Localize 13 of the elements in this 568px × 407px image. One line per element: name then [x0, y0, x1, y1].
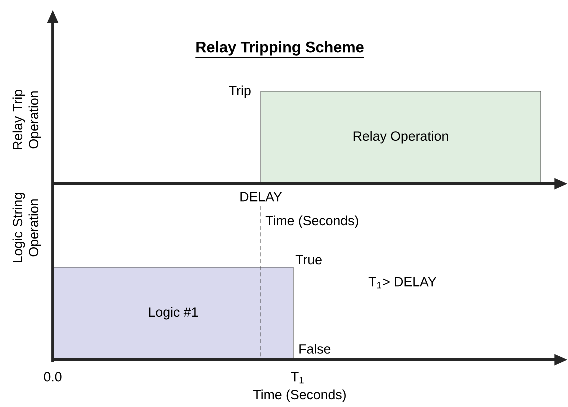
- axis-label: Time (Seconds): [266, 216, 358, 228]
- axis-label: Time (Seconds): [254, 390, 346, 402]
- tick-label: 0.0: [44, 372, 62, 382]
- tick-label: T$_{1}$: [291, 372, 304, 384]
- operation-box: Relay Operation: [260, 91, 542, 184]
- note-text: T$_{1}$> DELAY: [368, 277, 437, 289]
- axis-label: Relay Trip Operation: [12, 90, 42, 150]
- level-label: Trip: [229, 86, 251, 98]
- axis-label: Logic String Operation: [12, 193, 42, 262]
- tick-label: DELAY: [240, 192, 282, 202]
- operation-box: Logic #1: [53, 267, 294, 360]
- level-label: True: [296, 255, 322, 265]
- title: Relay Tripping Scheme: [195, 42, 365, 58]
